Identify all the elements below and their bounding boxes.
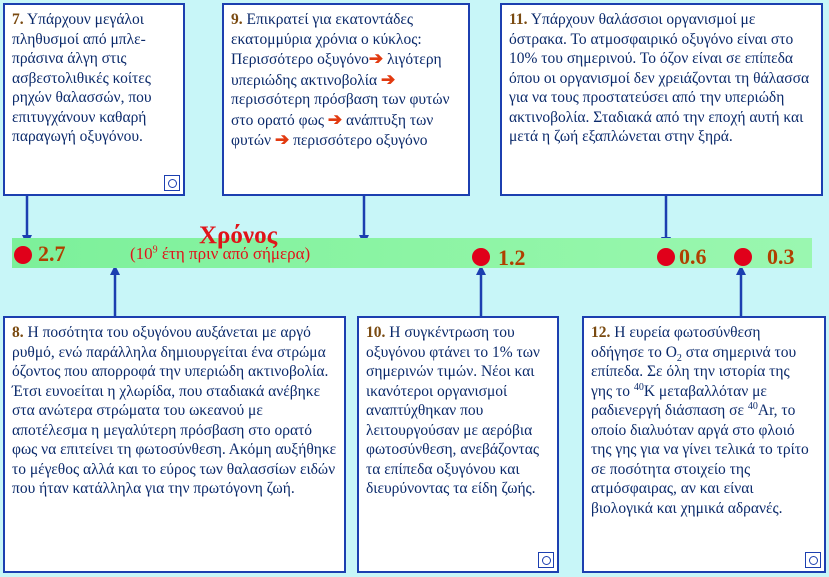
box-9: 9. Επικρατεί για εκατοντάδες εκατομμύρια… bbox=[222, 3, 470, 196]
right-arrow-icon: ➔ bbox=[327, 109, 343, 129]
info-icon[interactable] bbox=[805, 552, 821, 568]
timeline-title: Χρόνος bbox=[199, 222, 278, 249]
box-8-text: Η ποσότητα του οξυγόνου αυξάνεται με αργ… bbox=[12, 324, 337, 497]
timeline-label-0-6: 0.6 bbox=[679, 244, 707, 269]
box-11: 11. Υπάρχουν θαλάσσιοι οργανισμοί με όστ… bbox=[500, 3, 823, 196]
timeline-label-2-7: 2.7 bbox=[38, 241, 66, 266]
box-11-number: 11. bbox=[509, 11, 528, 28]
timeline-dot-0-3 bbox=[734, 248, 752, 266]
info-icon[interactable] bbox=[538, 552, 554, 568]
box-9-text-4: ανάπτυξη των φυτών bbox=[231, 111, 434, 150]
box-9-text-2: λιγότερη υπεριώδης ακτινοβολία bbox=[231, 51, 442, 89]
box-7-text: Υπάρχουν μεγάλοι πληθυσμοί από μπλε-πράσ… bbox=[12, 11, 152, 145]
box-7: 7. Υπάρχουν μεγάλοι πληθυσμοί από μπλε-π… bbox=[3, 3, 185, 196]
box-12-text-1: Η ευρεία φωτοσύνθεση οδήγησε το O bbox=[591, 324, 761, 361]
box-11-text: Υπάρχουν θαλάσσιοι οργανισμοί με όστρακα… bbox=[509, 11, 810, 145]
box-9-text-5: περισσότερο οξυγόνο bbox=[293, 132, 428, 149]
timeline-unit: (109 έτη πριν από σήμερα) bbox=[130, 244, 311, 263]
right-arrow-icon: ➔ bbox=[274, 130, 290, 149]
box-12-number: 12. bbox=[591, 324, 611, 341]
timeline-dot-0-6 bbox=[657, 248, 675, 266]
box-8-number: 8. bbox=[12, 324, 24, 341]
box-8: 8. Η ποσότητα του οξυγόνου αυξάνεται με … bbox=[3, 316, 346, 573]
timeline-label-1-2: 1.2 bbox=[498, 245, 526, 270]
timeline-label-0-3: 0.3 bbox=[767, 244, 795, 269]
box-10: 10. Η συγκέντρωση του οξυγόνου φτάνει το… bbox=[357, 316, 559, 573]
timeline-bar bbox=[12, 238, 812, 268]
box-10-text: Η συγκέντρωση του οξυγόνου φτάνει το 1% … bbox=[366, 324, 540, 497]
box-9-text-1: Επικρατεί για εκατοντάδες εκατομμύρια χρ… bbox=[231, 11, 422, 68]
timeline-dot-1-2 bbox=[472, 248, 490, 266]
timeline-dot-2-7 bbox=[14, 246, 32, 264]
box-9-number: 9. bbox=[231, 11, 243, 28]
box-10-number: 10. bbox=[366, 324, 386, 341]
info-icon[interactable] bbox=[164, 175, 180, 191]
box-7-number: 7. bbox=[12, 11, 24, 28]
right-arrow-icon: ➔ bbox=[380, 69, 396, 89]
box-12: 12. Η ευρεία φωτοσύνθεση οδήγησε το O2 σ… bbox=[582, 316, 826, 573]
box-9-text-3: περισσότερη πρόσβαση των φυτών στο ορατό… bbox=[231, 91, 450, 129]
right-arrow-icon: ➔ bbox=[368, 49, 384, 68]
